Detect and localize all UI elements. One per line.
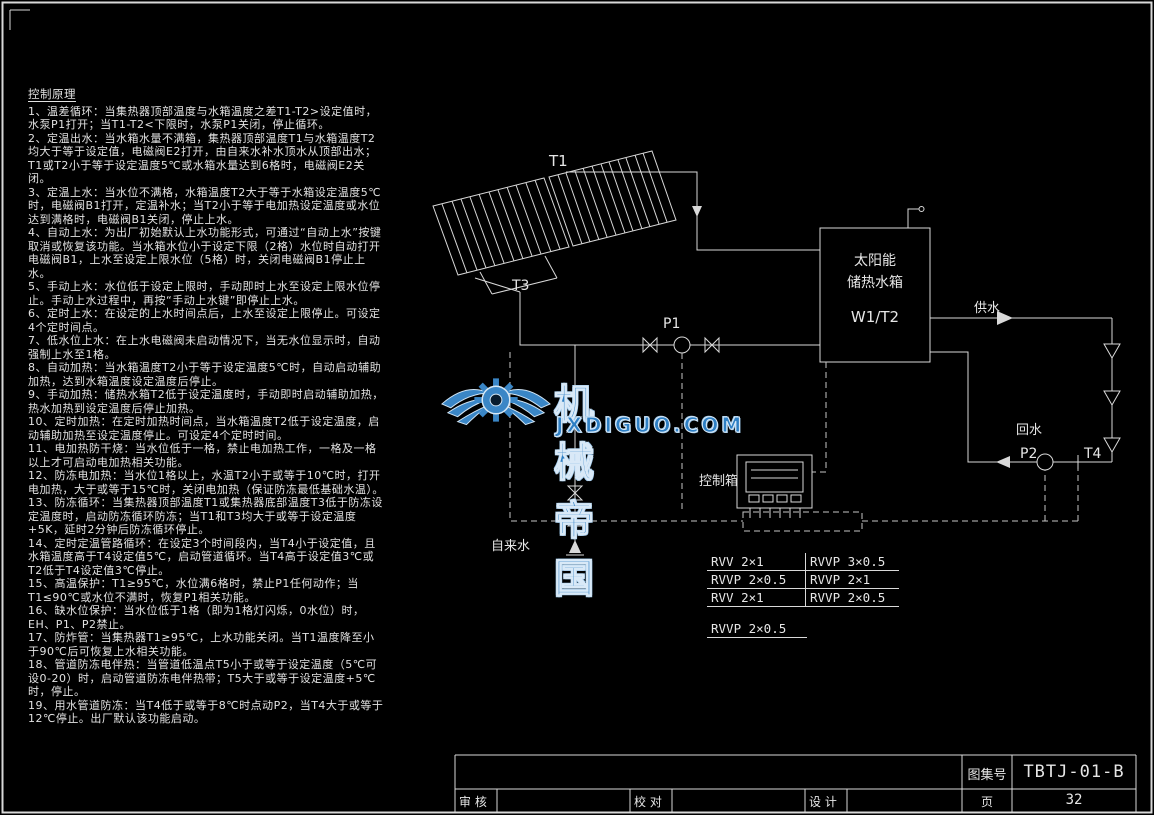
- storage-tank: [819, 206, 931, 363]
- label-sensor-t1: T1: [549, 152, 568, 170]
- cable-spec: RVVP 2×0.5: [707, 620, 807, 638]
- principle-item: 11、电加热防干烧：当水位低于一格，禁止电加热工作，一格及一格以上才可启动电加热…: [28, 442, 377, 469]
- controller-button: [776, 494, 788, 503]
- valve-icon: [642, 336, 658, 354]
- cable-spec-table: RVV 2×1 RVVP 3×0.5 RVVP 2×0.5 RVVP 2×1 R…: [707, 553, 899, 607]
- label-sensor-t3: T3: [512, 278, 530, 294]
- cable-spec: RVVP 2×1: [805, 571, 899, 589]
- valve-icon: [704, 336, 720, 354]
- pipe-tap-supply: [930, 311, 1121, 462]
- collector-stand: [479, 255, 558, 295]
- title-block-lines: [454, 754, 1137, 812]
- winged-gear-logo-icon: [441, 378, 551, 426]
- controller-button: [748, 494, 760, 503]
- label-return-water: 回水: [1016, 423, 1043, 438]
- flow-arrow-up-icon: [569, 540, 581, 553]
- titleblock-page-label: 页: [980, 795, 993, 809]
- watermark-site: JXDIGUO.COM: [555, 413, 745, 438]
- flow-arrow-right-icon: [997, 311, 1013, 325]
- titleblock-design-label: 设 计: [809, 795, 837, 809]
- pipe-tap-water-feed: [566, 345, 584, 556]
- label-tank-name-1: 太阳能: [854, 253, 896, 269]
- principle-item: 17、防炸管：当集热器T1≥95℃，上水功能关闭。当T1温度降至小于90℃后可恢…: [28, 631, 375, 658]
- cable-spec-row: RVV 2×1 RVVP 2×0.5: [707, 589, 899, 607]
- principle-item: 5、手动上水：水位低于设定上限时，手动即时上水至设定上限水位停止。手动上水过程中…: [28, 280, 381, 307]
- pipe-collector-return: [474, 277, 820, 354]
- cable-spec: RVV 2×1: [707, 589, 805, 607]
- valve-icon: [566, 485, 584, 501]
- principle-item: 18、管道防冻电伴热：当管道低温点T5小于或等于设定温度（5℃可设0-20）时，…: [28, 658, 378, 698]
- principle-item: 16、缺水位保护：当水位低于1格（即为1格灯闪烁，0水位）时，EH、P1、P2禁…: [28, 604, 365, 631]
- titleblock-proof-label: 校 对: [634, 795, 662, 809]
- faucet-icon: [1103, 390, 1121, 407]
- cable-spec: RVVP 2×0.5: [707, 571, 805, 589]
- cable-spec-row: RVV 2×1 RVVP 3×0.5: [707, 553, 899, 571]
- principle-item: 3、定温上水：当水位不满格，水箱温度T2大于等于水箱设定温度5℃时，电磁阀B1打…: [28, 185, 382, 226]
- watermark-brand: 机械帝国: [553, 381, 596, 602]
- sensor-wiring-dashed: [509, 352, 1079, 532]
- solenoid-valve-icon: [568, 455, 582, 469]
- faucet-icon: [1103, 343, 1121, 360]
- terminal-strip: [742, 511, 863, 532]
- pump-p1-icon: [673, 336, 691, 354]
- cable-spec: RVV 2×1: [707, 553, 805, 571]
- collector-panel-2: [548, 150, 677, 247]
- label-supply-water: 供水: [974, 301, 1001, 316]
- faucet-icon: [1103, 437, 1121, 454]
- label-control-box: 控制箱: [699, 474, 739, 489]
- principle-item: 2、定温出水：当水箱水量不满箱，集热器顶部温度T1与水箱温度T2均大于等于设定值…: [28, 131, 377, 186]
- principle-item: 7、低水位上水：在上水电磁阀未启动情况下，当无水位显示时，自动强制上水至1格。: [28, 334, 381, 361]
- controller-button: [790, 494, 802, 503]
- principle-item: 4、自动上水：为出厂初始默认上水功能形式，可通过“自动上水”按键取消或恢复该功能…: [28, 226, 382, 280]
- valve-icon: [566, 511, 584, 527]
- cable-spec: RVVP 2×0.5: [805, 589, 899, 607]
- controller-button: [762, 494, 774, 503]
- label-tank-name-2: 储热水箱: [847, 275, 903, 291]
- flow-arrow-down-icon: [692, 206, 702, 217]
- principle-item: 15、高温保护：T1≥95℃，水位满6格时，禁止P1任何动作；当T1≤90℃或水…: [28, 577, 359, 604]
- principle-item: 13、防冻循环：当集热器顶部温度T1或集热器底部温度T3低于防冻设定温度时，启动…: [28, 496, 383, 536]
- principle-item: 10、定时加热：在定时加热时间点，当水箱温度T2低于设定温度，启动辅助加热至设定…: [28, 415, 380, 442]
- label-sensor-t4: T4: [1084, 446, 1102, 462]
- controller-display: [745, 461, 804, 493]
- principle-item: 14、定时定温管路循环：在设定3个时间段内，当T4小于设定值，且水箱温度高于T4…: [28, 536, 376, 577]
- titleblock-figno-label: 图集号: [967, 768, 1007, 783]
- cable-spec-row: RVVP 2×0.5 RVVP 2×1: [707, 571, 899, 589]
- tank-vent-icon: [907, 208, 919, 228]
- label-pump-p1: P1: [663, 316, 681, 332]
- label-tap-water: 自来水: [491, 539, 531, 554]
- control-principles-block: 控制原理 1、温差循环：当集热器顶部温度与水箱温度之差T1-T2>设定值时，水泵…: [28, 87, 385, 726]
- pipe-recirculation-return: [930, 351, 1112, 471]
- principle-item: 12、防冻电加热：当水位1格以上，水温T2小于或等于10℃时，打开电加热，大于或…: [28, 469, 384, 496]
- principle-item: 19、用水管道防冻：当T4低于或等于8℃时点动P2，当T4大于或等于12℃停止。…: [28, 698, 384, 726]
- controller-box: [736, 454, 813, 518]
- principle-item: 1、温差循环：当集热器顶部温度与水箱温度之差T1-T2>设定值时，水泵P1打开；…: [28, 104, 378, 132]
- pipe-hot-supply: [566, 171, 820, 251]
- principle-item: 6、定时上水：在设定的上水时间点后，上水至设定上限停止。可设定4个定时间点。: [28, 307, 381, 334]
- cable-t3: [509, 352, 743, 522]
- principle-item: 8、自动加热：当水箱温度T2小于等于设定温度5℃时，自动启动辅助加热，达到水箱温…: [28, 361, 382, 388]
- principle-item: 9、手动加热：储热水箱T2低于设定温度时，手动即时启动辅助加热，热水加热到设定温…: [28, 388, 384, 415]
- cable-tank-sensor: [812, 362, 827, 473]
- collector-hatch-2: [557, 152, 668, 245]
- label-pump-p2: P2: [1020, 446, 1038, 462]
- titleblock-figno-value: TBTJ-01-B: [1023, 762, 1125, 782]
- collector-hatch-1: [441, 179, 561, 274]
- titleblock-page-value: 32: [1065, 792, 1083, 808]
- flow-arrow-left-icon: [996, 456, 1010, 468]
- label-tank-code: W1/T2: [850, 308, 900, 326]
- principles-title: 控制原理: [28, 87, 76, 101]
- titleblock-review-label: 审 核: [459, 795, 487, 809]
- cable-spec: RVVP 3×0.5: [805, 553, 899, 571]
- solar-collector-array: [432, 150, 677, 295]
- pump-p2-icon: [1036, 453, 1054, 471]
